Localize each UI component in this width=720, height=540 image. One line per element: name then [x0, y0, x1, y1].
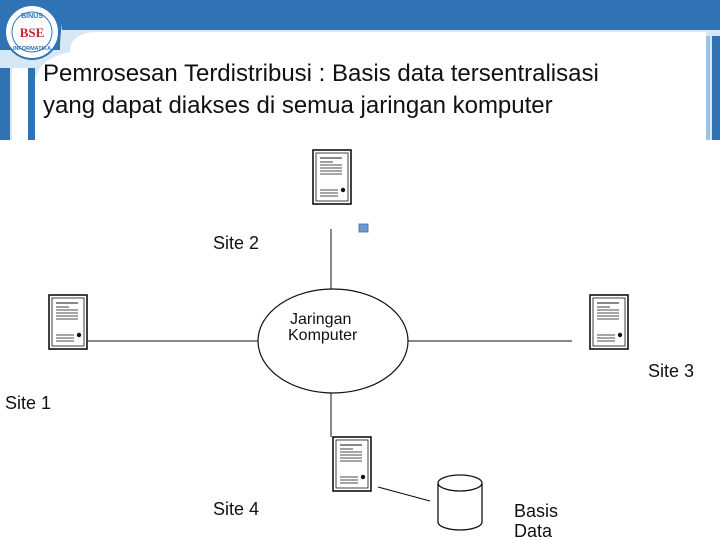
site-3-label: Site 3	[648, 361, 694, 381]
site-1-label: Site 1	[5, 393, 51, 413]
network-label-line-2: Komputer	[288, 327, 358, 344]
network-label-line-1: Jaringan	[290, 311, 351, 328]
database-label-line-2: Data	[514, 521, 553, 540]
site-1-computer-icon	[48, 294, 88, 350]
slide-title: Pemrosesan Terdistribusi : Basis data te…	[43, 58, 713, 122]
database-label-line-1: Basis	[514, 501, 558, 521]
site-2-computer-icon	[312, 149, 352, 205]
network-ellipse	[257, 288, 409, 394]
slide-title-line-2: yang dapat diakses di semua jaringan kom…	[43, 92, 553, 119]
site-4-computer-icon	[332, 436, 372, 492]
site-3-computer-icon	[589, 294, 629, 350]
site-2-label: Site 2	[213, 233, 259, 253]
header-band	[0, 0, 720, 140]
site-4-label: Site 4	[213, 499, 259, 519]
selection-marker	[358, 223, 369, 233]
logo-monogram: BSE	[20, 25, 45, 40]
logo-text-top: BINUS	[21, 13, 43, 20]
logo: BINUS BSE INFORMATIKA	[4, 4, 60, 60]
logo-text-bottom: INFORMATIKA	[13, 46, 51, 52]
database-icon	[437, 474, 483, 531]
link-database	[377, 486, 431, 502]
slide-title-line-1: Pemrosesan Terdistribusi : Basis data te…	[43, 60, 599, 87]
